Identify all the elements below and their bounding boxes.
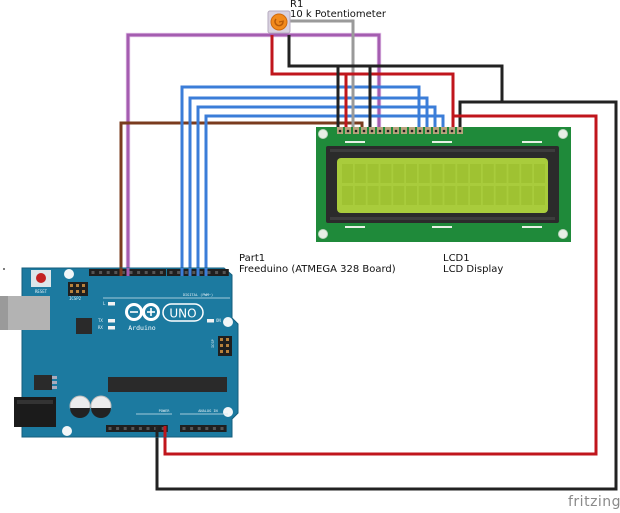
header-pin [108,427,112,430]
analog-header [180,425,227,432]
header-pin [159,271,163,274]
pot-title-label: 10 k Potentiometer [290,9,386,20]
header-pin [123,427,127,430]
header-pin [197,427,201,430]
header-pin [205,427,209,430]
arduino-logo-icon [125,303,160,321]
header-pin [106,271,110,274]
header-pin [129,271,133,274]
board-title-label: Freeduino (ATMEGA 328 Board) [239,264,396,275]
wires [119,19,618,491]
arduino-board[interactable]: UNO Arduino RESET ICSP2 L TX RX ON DIGIT… [0,267,239,438]
header-pin [207,271,211,274]
led-rx-label: RX [98,325,103,330]
icsp-header [218,336,232,356]
header-pin [121,271,125,274]
lcd-title-label: LCD Display [443,264,504,275]
header-pin [114,271,118,274]
wire-black-rail[interactable] [155,100,618,491]
header-pin [220,427,224,430]
wire-red-pot[interactable] [270,35,455,130]
header-pin [152,271,156,274]
header-pin [99,271,103,274]
wire-brown[interactable] [119,121,364,275]
pot-ref-label: R1 [290,0,304,10]
wire-blue-3[interactable] [196,105,437,275]
board-ref-label: Part1 [239,253,266,264]
power-label: POWER [159,409,171,413]
header-pin [161,427,165,430]
led-tx-label: TX [98,318,103,323]
header-pin [182,427,186,430]
header-pin [91,271,95,274]
arduino-brand-text: Arduino [128,324,155,332]
fritzing-watermark: fritzing [568,494,620,510]
led-l [108,302,115,306]
stray-marker [3,268,5,270]
header-pin [138,427,142,430]
analog-label: ANALOG IN [198,409,217,413]
lcd-character-grid [342,164,545,205]
header-pin [144,271,148,274]
header-pin [146,427,150,430]
header-pin [116,427,120,430]
digital-label: DIGITAL (PWM~) [183,293,213,297]
knob-icon [274,18,284,27]
header-pin [131,427,135,430]
led-l-label: L [103,301,106,306]
lcd-display[interactable] [316,127,571,242]
header-pin [169,271,173,274]
wire-black-pot[interactable] [287,35,504,102]
led-tx [108,319,115,323]
header-pin [177,271,181,274]
header-pin [215,271,219,274]
usb-port [0,296,50,330]
lcd-ref-label: LCD1 [443,253,470,264]
potentiometer[interactable] [267,10,291,34]
icsp2-header [68,282,88,296]
icsp2-label: ICSP2 [69,296,82,301]
icsp-label: ICSP [211,339,215,348]
wire-blue-4[interactable] [204,114,445,275]
led-on-label: ON [216,318,221,323]
wire-blue-2[interactable] [188,96,429,275]
uno-logo-text: UNO [169,307,196,321]
uno-badge [162,303,204,322]
led-on [207,319,214,323]
header-pin [192,271,196,274]
header-pin [184,271,188,274]
header-pin [190,427,194,430]
power-header [106,425,168,432]
led-rx [108,326,115,330]
wire-red-rail[interactable] [163,114,598,456]
header-pin [199,271,203,274]
header-pin [137,271,141,274]
reset-label: RESET [35,289,48,294]
header-pin [212,427,216,430]
wire-purple-core [126,33,381,275]
lcd-header-pins [337,127,463,134]
atmega-chip [108,377,227,392]
header-pin [222,271,226,274]
wire-ends [119,268,208,437]
wire-gray[interactable] [284,19,355,130]
